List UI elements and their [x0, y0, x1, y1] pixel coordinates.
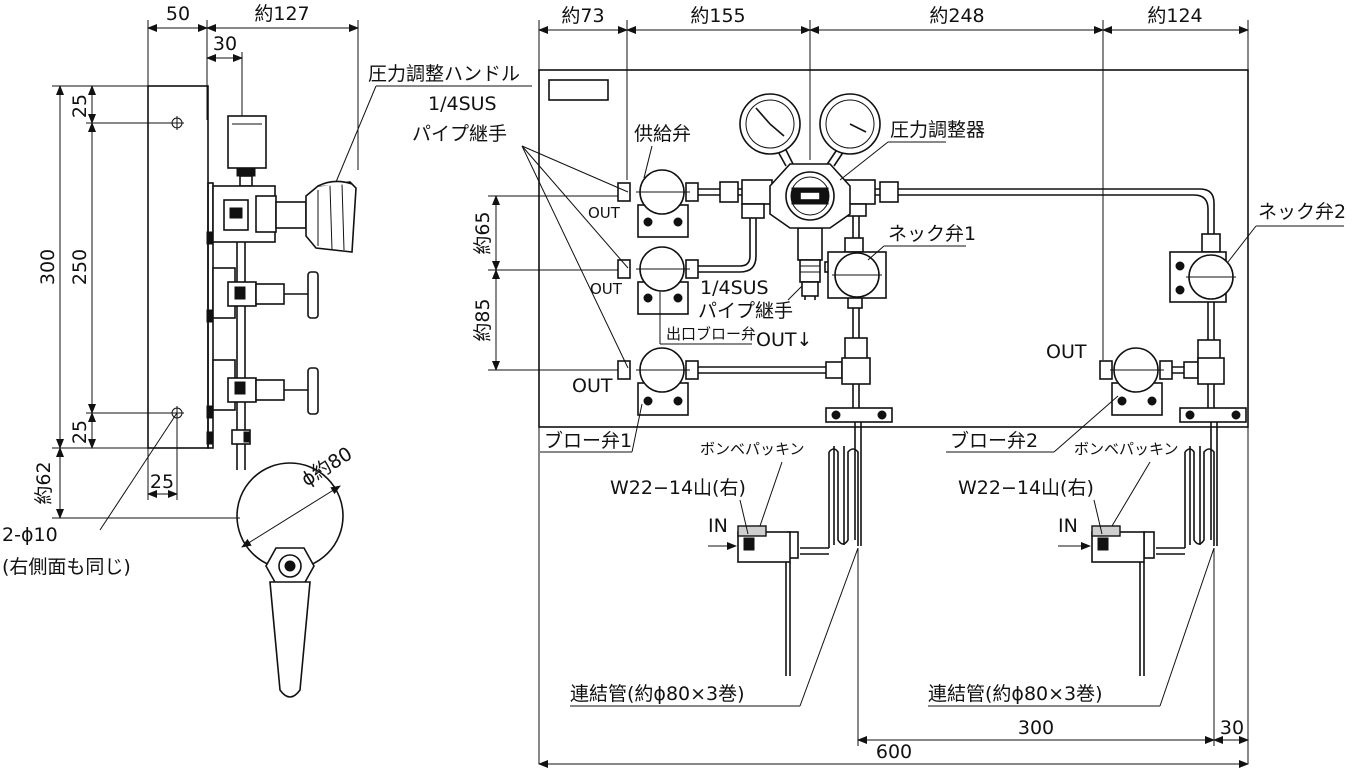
- label-pipe-joint-2: 1/4SUS: [700, 277, 769, 299]
- dim-50: 50: [166, 3, 190, 25]
- dim-25-bottom: 25: [69, 420, 91, 444]
- dim-73: 約73: [561, 5, 604, 27]
- dim-600: 600: [876, 741, 912, 763]
- label-thread-2: W22−14山(右): [958, 477, 1094, 499]
- side-top-dimensions: 50 約127 30: [147, 3, 359, 170]
- mount-hole-top: [170, 116, 184, 130]
- label-connecting-pipe-1: 連結管(約ϕ80×3巻): [570, 683, 745, 705]
- valve-lever: [269, 581, 311, 698]
- front-labels: 1/4SUS パイプ継手 供給弁 圧力調整器 ネック弁1 ネック弁2 1/4SU…: [412, 93, 1346, 707]
- valve-outlet-blow: [636, 246, 690, 315]
- label-blow-valve-1: ブロー弁1: [544, 429, 632, 452]
- valve-knob-2: [307, 367, 319, 415]
- front-panel: [538, 69, 1249, 428]
- gauge-side: [227, 115, 267, 169]
- dim-300-side: 300: [37, 249, 59, 285]
- label-pipe-joint-2b: パイプ継手: [698, 300, 793, 322]
- dim-62: 約62: [33, 461, 55, 504]
- valve-knob-1: [307, 271, 319, 319]
- dim-155: 約155: [690, 5, 745, 27]
- front-left-dimensions: 約65 約85: [472, 195, 628, 371]
- label-blow-valve-2: ブロー弁2: [950, 429, 1038, 452]
- label-pipe-joint-1b: パイプ継手: [412, 123, 507, 145]
- dim-127: 約127: [254, 3, 309, 25]
- label-out-3: OUT: [572, 375, 613, 397]
- label-out-2: OUT: [590, 280, 623, 298]
- label-regulator: 圧力調整器: [890, 119, 985, 141]
- front-view: 約73 約155 約248 約124 約65 約85: [412, 5, 1346, 768]
- side-panel: [147, 85, 209, 449]
- dim-30: 30: [213, 33, 237, 55]
- label-in-2: IN: [1058, 515, 1078, 537]
- valve-neck-2: [1169, 251, 1236, 303]
- dim-65: 約65: [472, 211, 494, 254]
- handle-label: 圧力調整ハンドル: [368, 63, 520, 85]
- dim-250-side: 250: [69, 249, 91, 285]
- cylinder-connection-1: [737, 422, 862, 676]
- label-connecting-pipe-2: 連結管(約ϕ80×3巻): [928, 683, 1103, 705]
- dim-25-top: 25: [69, 94, 91, 118]
- nameplate: [548, 79, 609, 101]
- holes-label: 2-ϕ10: [2, 524, 58, 546]
- side-components: 圧力調整ハンドル: [206, 63, 532, 470]
- label-out-4: OUT↓: [756, 329, 812, 351]
- holes-note: (右側面も同じ): [2, 556, 131, 578]
- dim-300-front: 300: [1018, 717, 1054, 739]
- cylinder-connection-2: [1091, 422, 1218, 676]
- dim-phi80: ϕ約80: [297, 443, 356, 491]
- label-cylinder-packing-1: ボンベパッキン: [700, 440, 805, 458]
- pressure-regulator: [739, 93, 881, 229]
- valve-blow-1: [636, 347, 690, 416]
- label-supply-valve: 供給弁: [634, 123, 691, 145]
- side-left-dimensions: 300 250 25 25 約62 25: [33, 85, 240, 519]
- label-neck-valve-1: ネック弁1: [888, 223, 976, 245]
- dim-124: 約124: [1147, 5, 1202, 27]
- valve-supply: [636, 169, 690, 238]
- valve-blow-2: [1110, 347, 1164, 416]
- label-in-1: IN: [708, 515, 728, 537]
- front-top-dimensions: 約73 約155 約248 約124: [538, 5, 1249, 360]
- dim-25-horizontal: 25: [150, 471, 174, 493]
- dim-85: 約85: [472, 298, 494, 341]
- dim-248: 約248: [929, 5, 984, 27]
- label-thread-1: W22−14山(右): [610, 477, 746, 499]
- label-neck-valve-2: ネック弁2: [1258, 201, 1346, 223]
- front-bottom-dimensions: 300 30 600: [538, 548, 1249, 768]
- handle-leader: [335, 85, 377, 183]
- label-cylinder-packing-2: ボンベパッキン: [1074, 440, 1179, 458]
- label-outlet-blow-valve: 出口ブロー弁: [666, 325, 756, 343]
- holes-leader: [99, 412, 178, 531]
- dim-30-front: 30: [1220, 717, 1244, 739]
- label-out-5: OUT: [1046, 341, 1087, 363]
- label-out-1: OUT: [588, 204, 621, 222]
- valve-neck-1: [827, 251, 887, 299]
- side-view: 50 約127 30 30: [2, 3, 532, 698]
- cylinder-valve-side: ϕ約80: [236, 443, 356, 698]
- label-pipe-joint-1: 1/4SUS: [428, 93, 497, 115]
